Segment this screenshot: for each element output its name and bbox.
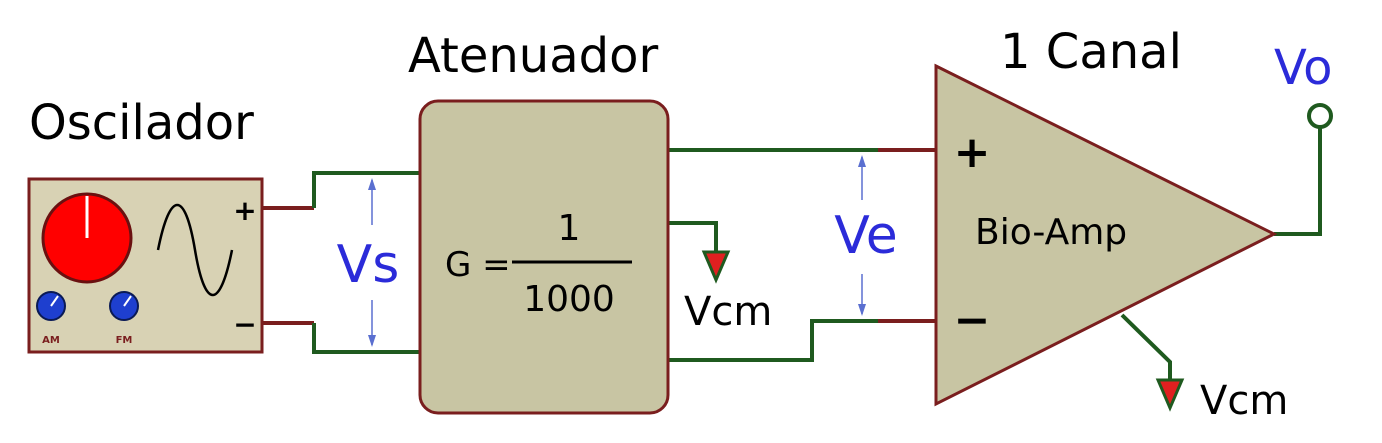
vs-label: Vs <box>337 235 400 295</box>
oscillator: AM FM + − <box>27 177 264 354</box>
amplifier-triangle <box>934 63 1278 407</box>
vs-arrowhead-down <box>368 335 376 347</box>
vs-measurement: Vs <box>337 178 400 347</box>
ground-icon-amplifier <box>1155 378 1185 412</box>
vcm-label-amplifier: Vcm <box>1200 378 1288 424</box>
wire-osc-minus-green <box>312 323 420 354</box>
am-label: AM <box>42 335 60 346</box>
am-knob-indicator <box>50 295 59 307</box>
wire-att-gnd <box>668 221 718 252</box>
amp-plus: + <box>954 127 991 178</box>
wire-osc-plus-green <box>312 171 420 208</box>
output-terminal[interactable] <box>1307 103 1333 129</box>
fm-knob-indicator <box>123 295 132 307</box>
vcm-label-attenuator: Vcm <box>684 289 772 335</box>
fm-label: FM <box>116 335 133 346</box>
gain-prefix: G = <box>445 245 511 285</box>
gain-denominator: 1000 <box>523 279 615 320</box>
sine-wave-icon <box>156 203 234 297</box>
amp-minus: − <box>954 295 991 346</box>
ve-arrowhead-up <box>858 155 866 167</box>
ve-measurement: Ve <box>834 155 898 316</box>
vs-arrowhead-up <box>368 178 376 190</box>
attenuator: G = 1 1000 <box>418 99 670 415</box>
attenuator-title: Atenuador <box>408 28 658 84</box>
ve-arrowhead-down <box>858 304 866 316</box>
ve-label: Ve <box>834 206 898 266</box>
oscillator-plus: + <box>233 194 256 227</box>
ground-icon-attenuator <box>701 250 731 284</box>
bio-amplifier: + − Bio-Amp <box>934 63 1278 407</box>
gain-numerator: 1 <box>558 208 581 249</box>
wire-amp-gnd <box>1120 313 1172 380</box>
attenuator-body <box>418 99 670 415</box>
wire-att-bottom <box>668 319 878 362</box>
oscillator-title: Oscilador <box>29 95 254 151</box>
channel-title: 1 Canal <box>1000 24 1182 80</box>
oscillator-minus: − <box>233 308 256 341</box>
wire-amp-out <box>1274 128 1322 236</box>
amp-label: Bio-Amp <box>975 212 1127 253</box>
vo-label: Vo <box>1274 40 1332 96</box>
